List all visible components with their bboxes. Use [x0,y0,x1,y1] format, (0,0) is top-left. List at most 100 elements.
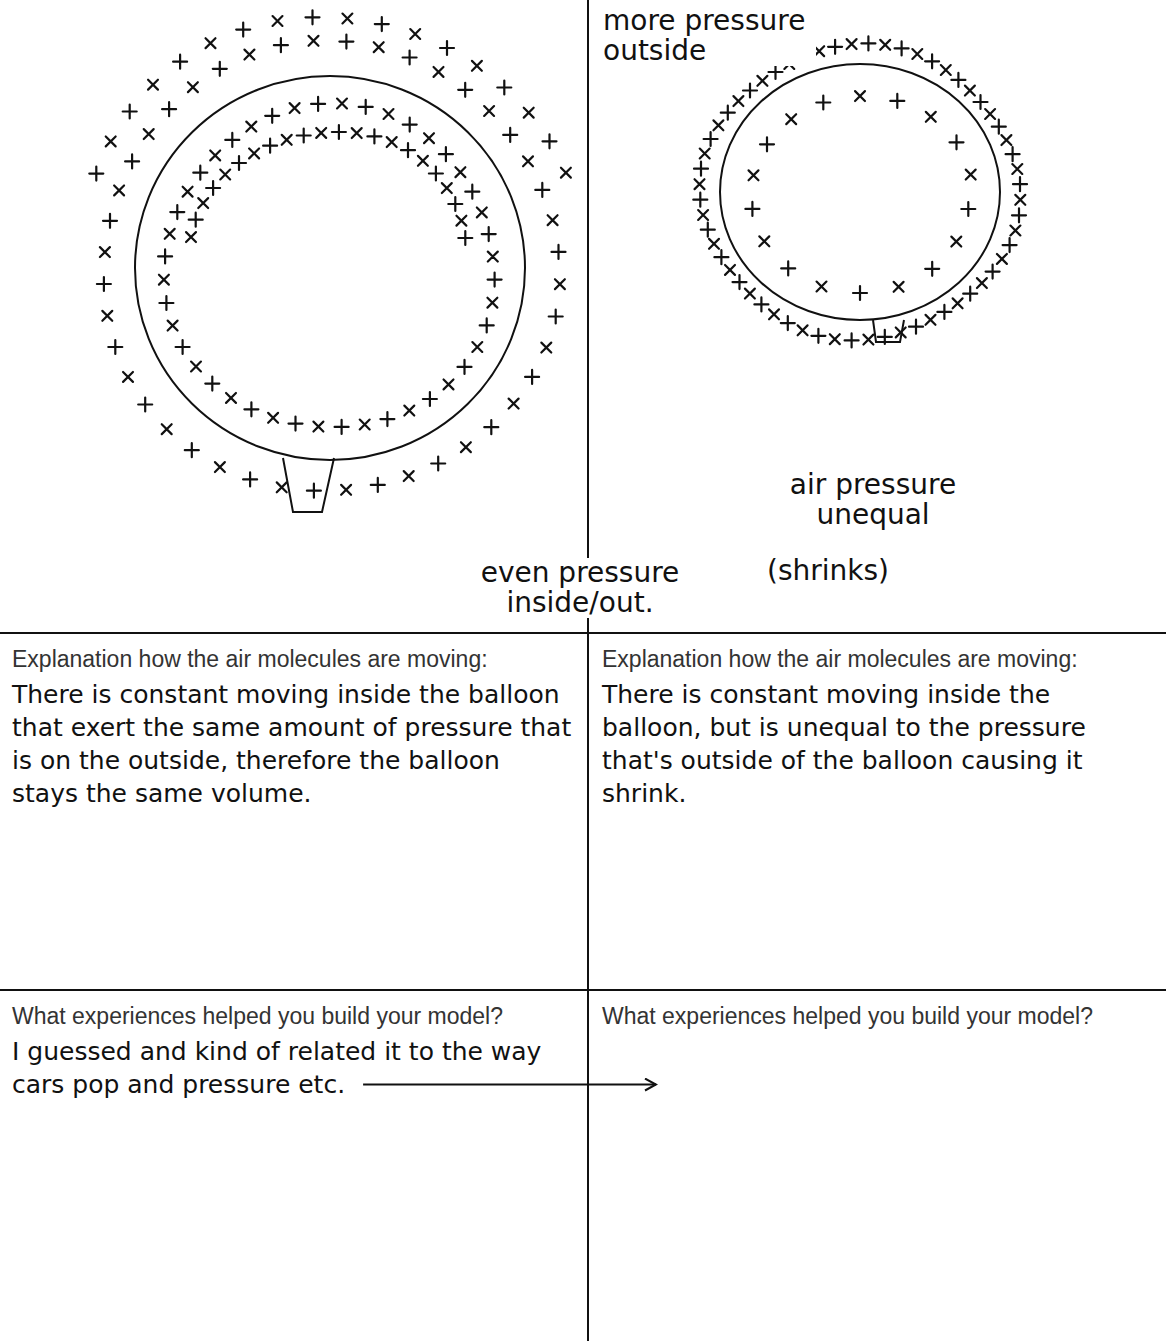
air-molecule [307,484,321,498]
air-molecule [413,151,433,171]
air-molecule [244,402,258,416]
prompt-text: What experiences helped you build your m… [602,1002,1152,1031]
handwritten-note: air pressure unequal [745,470,1001,530]
air-molecule [429,62,449,82]
air-molecule [769,65,783,79]
air-molecule [189,213,203,227]
air-molecule [891,323,911,343]
air-molecule [825,329,845,349]
air-molecule [690,174,710,194]
air-molecule [332,125,346,139]
air-molecule [543,210,563,230]
air-molecule [399,466,419,486]
air-molecule [1013,177,1027,191]
air-molecule [853,286,867,300]
air-molecule [465,185,479,199]
air-molecule [186,357,206,377]
air-molecule [1003,238,1017,252]
air-molecule [139,124,159,144]
air-molecule [744,165,764,185]
air-molecule [157,419,177,439]
air-molecule [764,304,784,324]
table-rule [0,989,1166,991]
air-molecule [375,17,389,31]
air-molecule [277,130,297,150]
air-molecule [244,144,264,164]
air-molecule [960,81,980,101]
air-molecule [225,133,239,147]
table-rule [0,632,1166,634]
air-molecule [974,95,988,109]
air-molecule [185,443,199,457]
air-molecule [379,104,399,124]
air-molecule [423,392,437,406]
air-molecule [936,60,956,80]
air-molecule [458,83,472,97]
air-molecule [439,375,459,395]
air-molecule [972,273,992,293]
air-molecule [845,333,859,347]
handwritten-note: more pressure outside [600,6,816,66]
air-molecule [458,231,472,245]
air-molecule [878,330,892,344]
air-molecule [483,293,503,313]
air-molecule [143,75,163,95]
air-molecule [158,249,172,263]
air-molecule [304,31,324,51]
worksheet-cell: What experiences helped you build your m… [0,992,587,1341]
air-molecule [205,146,225,166]
air-molecule [429,167,443,181]
air-molecule [704,132,718,146]
air-molecule [479,101,499,121]
air-molecule [483,247,503,267]
air-molecule [472,203,492,223]
air-molecule [992,249,1012,269]
air-molecule [861,36,875,50]
air-molecule [193,193,213,213]
air-molecule [754,297,768,311]
air-molecule [729,91,749,111]
worksheet-cell: Explanation how the air molecules are mo… [0,635,587,989]
air-molecule [811,329,825,343]
air-molecule [963,287,977,301]
student-answer: There is constant moving inside the ball… [602,678,1152,810]
air-molecule [693,193,707,207]
air-molecule [272,477,292,497]
air-molecule [519,103,539,123]
air-molecule [181,227,201,247]
air-molecule [123,105,137,119]
air-molecule [948,293,968,313]
balloon-outline [135,76,525,460]
air-molecule [484,420,498,434]
air-molecule [1012,208,1026,222]
air-molecule [714,250,728,264]
air-molecule [720,260,740,280]
air-molecule [781,316,795,330]
air-molecule [467,56,487,76]
air-molecule [439,147,453,161]
student-answer: I guessed and kind of related it to the … [12,1035,573,1101]
air-molecule [268,11,288,31]
prompt-text: What experiences helped you build your m… [12,1002,573,1031]
air-molecule [399,401,419,421]
air-molecule [437,178,457,198]
air-molecule [850,86,870,106]
air-molecule [103,214,117,228]
air-molecule [367,129,381,143]
air-molecule [451,162,471,182]
air-molecule [89,167,103,181]
air-molecule [745,202,759,216]
air-molecule [311,123,331,143]
air-molecule [240,45,260,65]
air-molecule [101,132,121,152]
air-molecule [950,135,964,149]
air-molecule [951,73,965,87]
air-molecule [263,408,283,428]
air-molecule [709,115,729,135]
air-molecule [828,40,842,54]
air-molecule [1006,147,1020,161]
air-molecule [138,398,152,412]
air-molecule [403,118,417,132]
air-molecule [816,96,830,110]
air-molecule [694,162,708,176]
